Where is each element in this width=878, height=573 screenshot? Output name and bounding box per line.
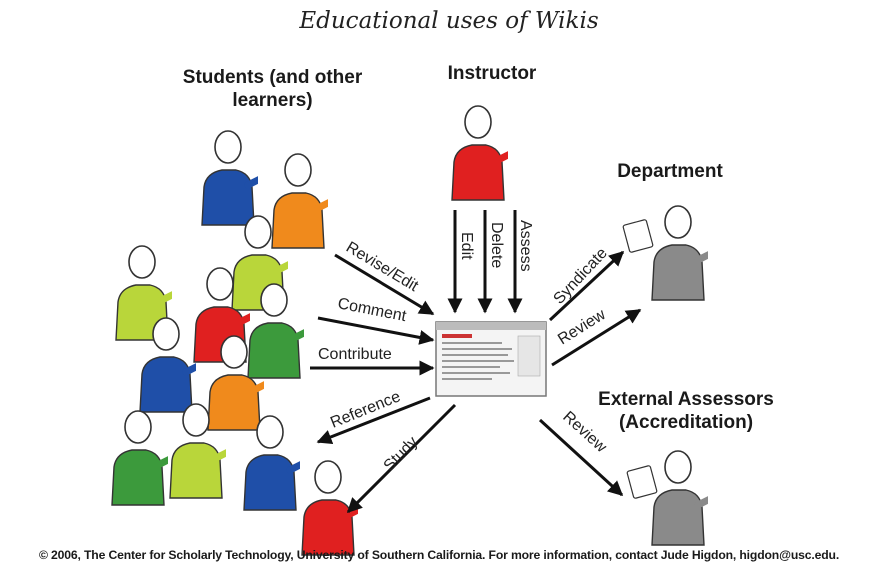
label-syndicate: Syndicate xyxy=(550,245,610,308)
instructor-figure xyxy=(452,106,518,200)
student-figure xyxy=(272,154,338,248)
label-edit: Edit xyxy=(458,232,475,260)
label-delete: Delete xyxy=(488,222,505,268)
arrows xyxy=(310,210,642,514)
label-contribute: Contribute xyxy=(318,346,392,363)
instructor-label: Instructor xyxy=(447,63,537,84)
arrow-review-department xyxy=(551,308,642,367)
student-figure xyxy=(302,461,368,555)
student-figure xyxy=(202,131,268,225)
department-figure xyxy=(652,206,718,300)
arrow-study xyxy=(346,403,457,514)
arrow-syndicate xyxy=(548,250,625,322)
students-label-text: Students (and other learners) xyxy=(182,67,363,111)
wiki-page-thumbnail xyxy=(435,321,547,397)
external-document-icon xyxy=(626,465,658,499)
label-review-department: Review xyxy=(555,306,609,348)
copyright-footer: © 2006, The Center for Scholarly Technol… xyxy=(38,548,840,562)
department-figure-group xyxy=(622,206,718,300)
label-assess: Assess xyxy=(517,220,534,272)
arrow-revise-edit xyxy=(334,253,435,316)
arrow-comment xyxy=(317,316,435,345)
label-study: Study xyxy=(381,434,422,475)
arrow-reference xyxy=(316,396,431,445)
label-reference: Reference xyxy=(328,388,403,431)
students-label: Students (and other learners) xyxy=(180,66,365,112)
students-group xyxy=(112,131,368,555)
external-assessors-label: External Assessors (Accreditation) xyxy=(594,388,778,434)
external-assessor-figure xyxy=(652,451,718,545)
external-assessors-label-text: External Assessors (Accreditation) xyxy=(598,389,774,433)
student-figure xyxy=(112,411,178,505)
diagram-title: Educational uses of Wikis xyxy=(299,8,599,34)
arrow-review-external xyxy=(538,418,624,497)
department-document-icon xyxy=(622,219,654,253)
department-label: Department xyxy=(617,161,723,182)
label-comment: Comment xyxy=(336,295,408,325)
external-assessor-figure-group xyxy=(626,451,718,545)
label-review-external: Review xyxy=(559,408,610,456)
